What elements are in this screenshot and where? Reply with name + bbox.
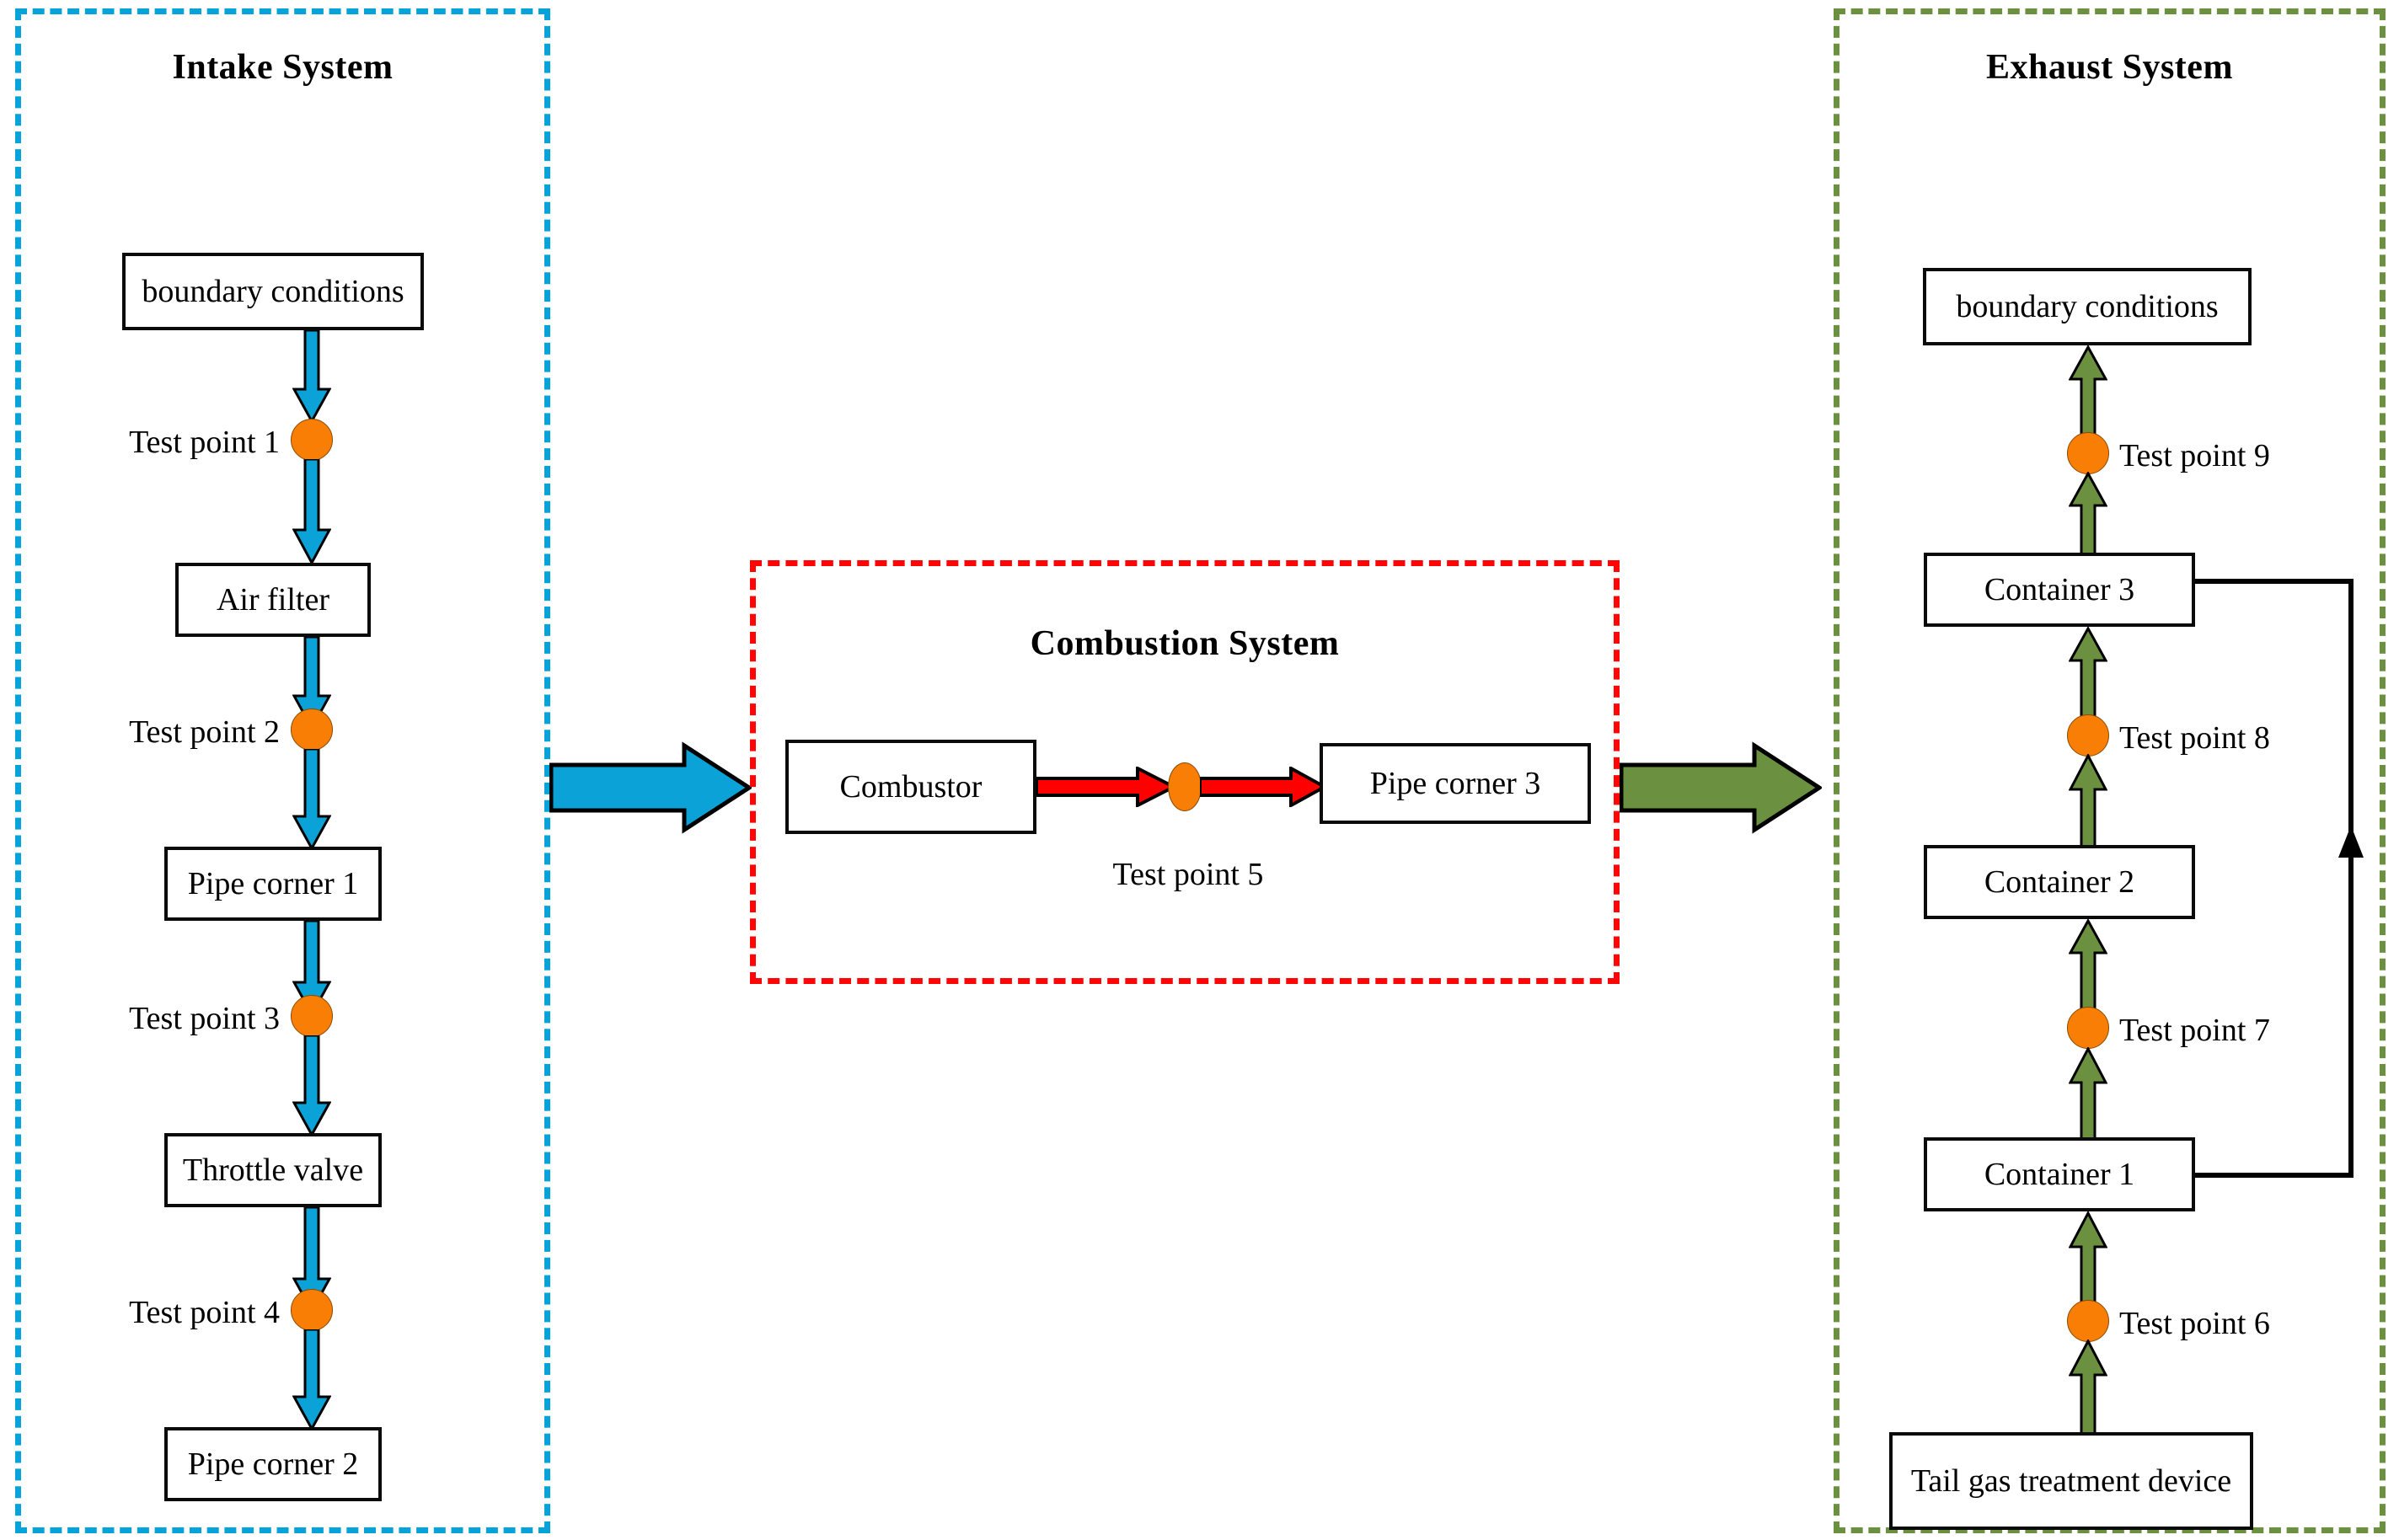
intake-node-pipe-corner-1[interactable]: Pipe corner 1 xyxy=(164,847,382,921)
exhaust-system-boundary xyxy=(1834,8,2386,1533)
test-point-8-label: Test point 8 xyxy=(2119,720,2270,756)
combustion-node-pipe-corner-3[interactable]: Pipe corner 3 xyxy=(1320,743,1591,824)
exhaust-node-tail-gas-treatment-device[interactable]: Tail gas treatment device xyxy=(1889,1432,2253,1530)
exhaust-arrow-2 xyxy=(2069,472,2107,556)
exhaust-arrow-5 xyxy=(2069,919,2107,1012)
combustion-arrow-2 xyxy=(1200,767,1326,807)
exhaust-arrow-8 xyxy=(2069,1339,2107,1436)
test-point-4-dot[interactable] xyxy=(291,1289,333,1331)
bypass-pipeline-arrow-up-icon xyxy=(2191,573,2385,1196)
test-point-4-label: Test point 4 xyxy=(129,1295,280,1330)
exhaust-system-title: Exhaust System xyxy=(1986,48,2233,87)
test-point-1-label: Test point 1 xyxy=(129,425,280,460)
exhaust-node-container-1[interactable]: Container 1 xyxy=(1924,1137,2195,1211)
combustion-arrow-1 xyxy=(1036,767,1175,807)
test-point-6-dot[interactable] xyxy=(2067,1300,2109,1342)
test-point-1-dot[interactable] xyxy=(291,419,333,461)
exhaust-arrow-1 xyxy=(2069,345,2107,438)
intake-arrow-2 xyxy=(292,459,331,564)
intake-node-pipe-corner-2[interactable]: Pipe corner 2 xyxy=(164,1427,382,1501)
test-point-7-label: Test point 7 xyxy=(2119,1013,2270,1048)
test-point-5-dot[interactable] xyxy=(1168,762,1202,811)
block-arrow-right-green-icon xyxy=(1620,741,1822,834)
intake-arrow-6 xyxy=(292,1035,331,1136)
test-point-9-dot[interactable] xyxy=(2067,432,2109,474)
intake-system-boundary xyxy=(15,8,550,1533)
test-point-5-label: Test point 5 xyxy=(1112,857,1264,892)
exhaust-arrow-4 xyxy=(2069,754,2107,851)
intake-arrow-8 xyxy=(292,1329,331,1430)
test-point-2-dot[interactable] xyxy=(291,709,333,751)
combustion-system-boundary xyxy=(750,560,1620,984)
block-arrow-right-blue-icon xyxy=(549,741,752,834)
test-point-9-label: Test point 9 xyxy=(2119,438,2270,473)
exhaust-node-boundary-conditions[interactable]: boundary conditions xyxy=(1923,268,2252,345)
intake-node-air-filter[interactable]: Air filter xyxy=(175,563,371,637)
intake-system-title: Intake System xyxy=(172,48,394,87)
combustion-node-combustor[interactable]: Combustor xyxy=(785,740,1036,834)
exhaust-node-container-3[interactable]: Container 3 xyxy=(1924,553,2195,627)
intake-node-throttle-valve[interactable]: Throttle valve xyxy=(164,1133,382,1207)
exhaust-arrow-7 xyxy=(2069,1211,2107,1308)
test-point-6-label: Test point 6 xyxy=(2119,1306,2270,1341)
test-point-3-label: Test point 3 xyxy=(129,1001,280,1036)
exhaust-arrow-6 xyxy=(2069,1047,2107,1144)
exhaust-node-container-2[interactable]: Container 2 xyxy=(1924,845,2195,919)
test-point-8-dot[interactable] xyxy=(2067,714,2109,757)
test-point-2-label: Test point 2 xyxy=(129,714,280,750)
test-point-7-dot[interactable] xyxy=(2067,1007,2109,1049)
intake-arrow-4 xyxy=(292,749,331,850)
exhaust-arrow-3 xyxy=(2069,627,2107,719)
test-point-3-dot[interactable] xyxy=(291,995,333,1037)
intake-node-boundary-conditions[interactable]: boundary conditions xyxy=(122,253,424,330)
combustion-system-title: Combustion System xyxy=(1030,624,1340,663)
intake-arrow-1 xyxy=(292,330,331,423)
